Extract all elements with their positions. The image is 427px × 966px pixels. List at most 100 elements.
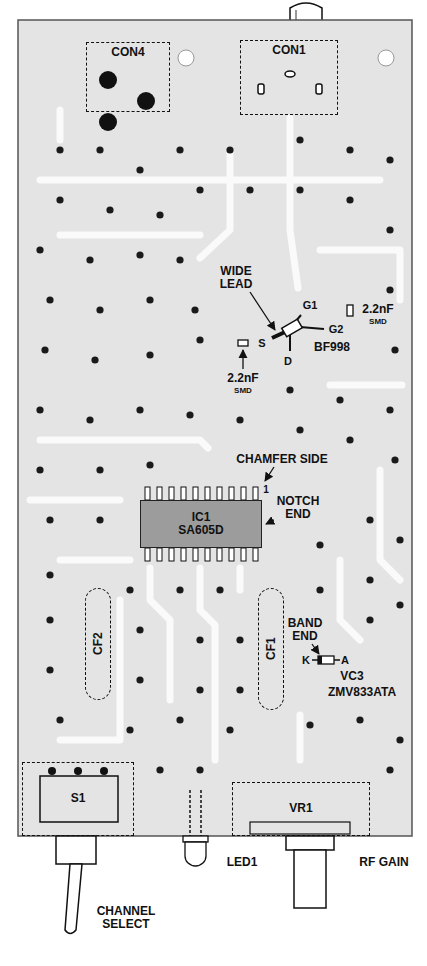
via-pad bbox=[346, 436, 353, 443]
via-pad bbox=[156, 766, 163, 773]
via-pad bbox=[396, 601, 403, 608]
note-text: BAND END bbox=[284, 617, 326, 642]
via-pad bbox=[316, 586, 323, 593]
via-pad bbox=[216, 586, 223, 593]
pin-number: 1 bbox=[262, 485, 270, 496]
connector-pad bbox=[137, 92, 155, 110]
pin-name: S bbox=[257, 338, 266, 350]
switch-lever bbox=[65, 864, 82, 934]
via-pad bbox=[391, 456, 398, 463]
switch-pin bbox=[48, 767, 56, 775]
switch-outline: S1 bbox=[22, 762, 134, 836]
control-name: CHANNEL SELECT bbox=[92, 905, 160, 930]
connector-outline: CON1 bbox=[240, 40, 338, 115]
via-pad bbox=[176, 146, 183, 153]
connector-pad bbox=[258, 84, 264, 94]
part-number: ZMV833ATA bbox=[327, 686, 397, 699]
via-pad bbox=[56, 146, 63, 153]
connector-pad bbox=[285, 71, 295, 77]
part-designator: LED1 bbox=[226, 856, 259, 869]
pot-shaft bbox=[294, 850, 326, 908]
ic-pin bbox=[253, 548, 258, 561]
via-pad bbox=[56, 196, 63, 203]
note-text: CHAMFER SIDE bbox=[235, 453, 328, 466]
via-pad bbox=[96, 466, 103, 473]
ic-pin bbox=[205, 487, 210, 500]
ic-pin bbox=[181, 548, 186, 561]
via-pad bbox=[296, 426, 303, 433]
mounting-hole bbox=[178, 50, 194, 66]
note-text: NOTCH END bbox=[274, 495, 322, 520]
via-pad bbox=[176, 586, 183, 593]
via-pad bbox=[191, 306, 198, 313]
via-pad bbox=[296, 186, 303, 193]
via-pad bbox=[396, 536, 403, 543]
part-designator: CON1 bbox=[270, 44, 307, 57]
via-pad bbox=[46, 616, 53, 623]
via-pad bbox=[386, 406, 393, 413]
via-pad bbox=[96, 306, 103, 313]
via-pad bbox=[316, 541, 323, 548]
ic-pin bbox=[181, 487, 186, 500]
via-pad bbox=[136, 166, 143, 173]
part-designator: IC1 bbox=[190, 511, 213, 524]
via-pad bbox=[46, 571, 53, 578]
switch-pin bbox=[74, 767, 82, 775]
via-pad bbox=[156, 211, 163, 218]
via-pad bbox=[86, 416, 93, 423]
ic-pin bbox=[241, 487, 246, 500]
connector-pad bbox=[99, 71, 117, 89]
via-pad bbox=[106, 206, 113, 213]
via-pad bbox=[196, 686, 203, 693]
via-pad bbox=[356, 716, 363, 723]
via-pad bbox=[41, 346, 48, 353]
connector-pad bbox=[316, 84, 322, 94]
copper-traces bbox=[30, 110, 402, 760]
via-pad bbox=[136, 251, 143, 258]
ic-pin bbox=[145, 548, 150, 561]
part-designator: VC3 bbox=[339, 670, 364, 683]
via-pad bbox=[346, 196, 353, 203]
connector-outline: CON4 bbox=[86, 42, 170, 112]
via-pad bbox=[46, 296, 53, 303]
via-pad bbox=[146, 461, 153, 468]
connector-pad bbox=[99, 113, 117, 131]
via-pad bbox=[146, 296, 153, 303]
via-pad bbox=[226, 726, 233, 733]
ic-pin bbox=[253, 487, 258, 500]
via-pad bbox=[46, 666, 53, 673]
via-pad bbox=[91, 356, 98, 363]
part-designator: S1 bbox=[69, 792, 88, 805]
via-pad bbox=[196, 766, 203, 773]
pcb-board bbox=[18, 20, 412, 836]
part-designator: CF1 bbox=[264, 636, 277, 663]
via-pad bbox=[196, 336, 203, 343]
via-pad bbox=[386, 226, 393, 233]
via-pad bbox=[196, 186, 203, 193]
pot-body bbox=[250, 822, 350, 834]
filter-outline: CF1 bbox=[258, 588, 284, 710]
via-pad bbox=[146, 351, 153, 358]
via-pad bbox=[186, 411, 193, 418]
led-symbol bbox=[183, 790, 208, 866]
via-pad bbox=[96, 146, 103, 153]
ic-pin bbox=[217, 548, 222, 561]
via-pad bbox=[296, 136, 303, 143]
via-pad bbox=[96, 516, 103, 523]
package-note: SMD bbox=[368, 318, 388, 326]
ic-pin bbox=[217, 487, 222, 500]
via-pad bbox=[306, 721, 313, 728]
via-pad bbox=[56, 716, 63, 723]
ic-pin bbox=[241, 548, 246, 561]
via-pad bbox=[176, 716, 183, 723]
via-pad bbox=[36, 406, 43, 413]
diode-symbol bbox=[312, 656, 340, 664]
filter-outline: CF2 bbox=[85, 588, 111, 700]
switch-body bbox=[40, 776, 118, 822]
ic-body: IC1SA605D bbox=[140, 500, 262, 548]
mounting-hole bbox=[378, 50, 394, 66]
via-pad bbox=[366, 616, 373, 623]
ic-pin bbox=[229, 487, 234, 500]
pin-name: D bbox=[283, 356, 293, 368]
